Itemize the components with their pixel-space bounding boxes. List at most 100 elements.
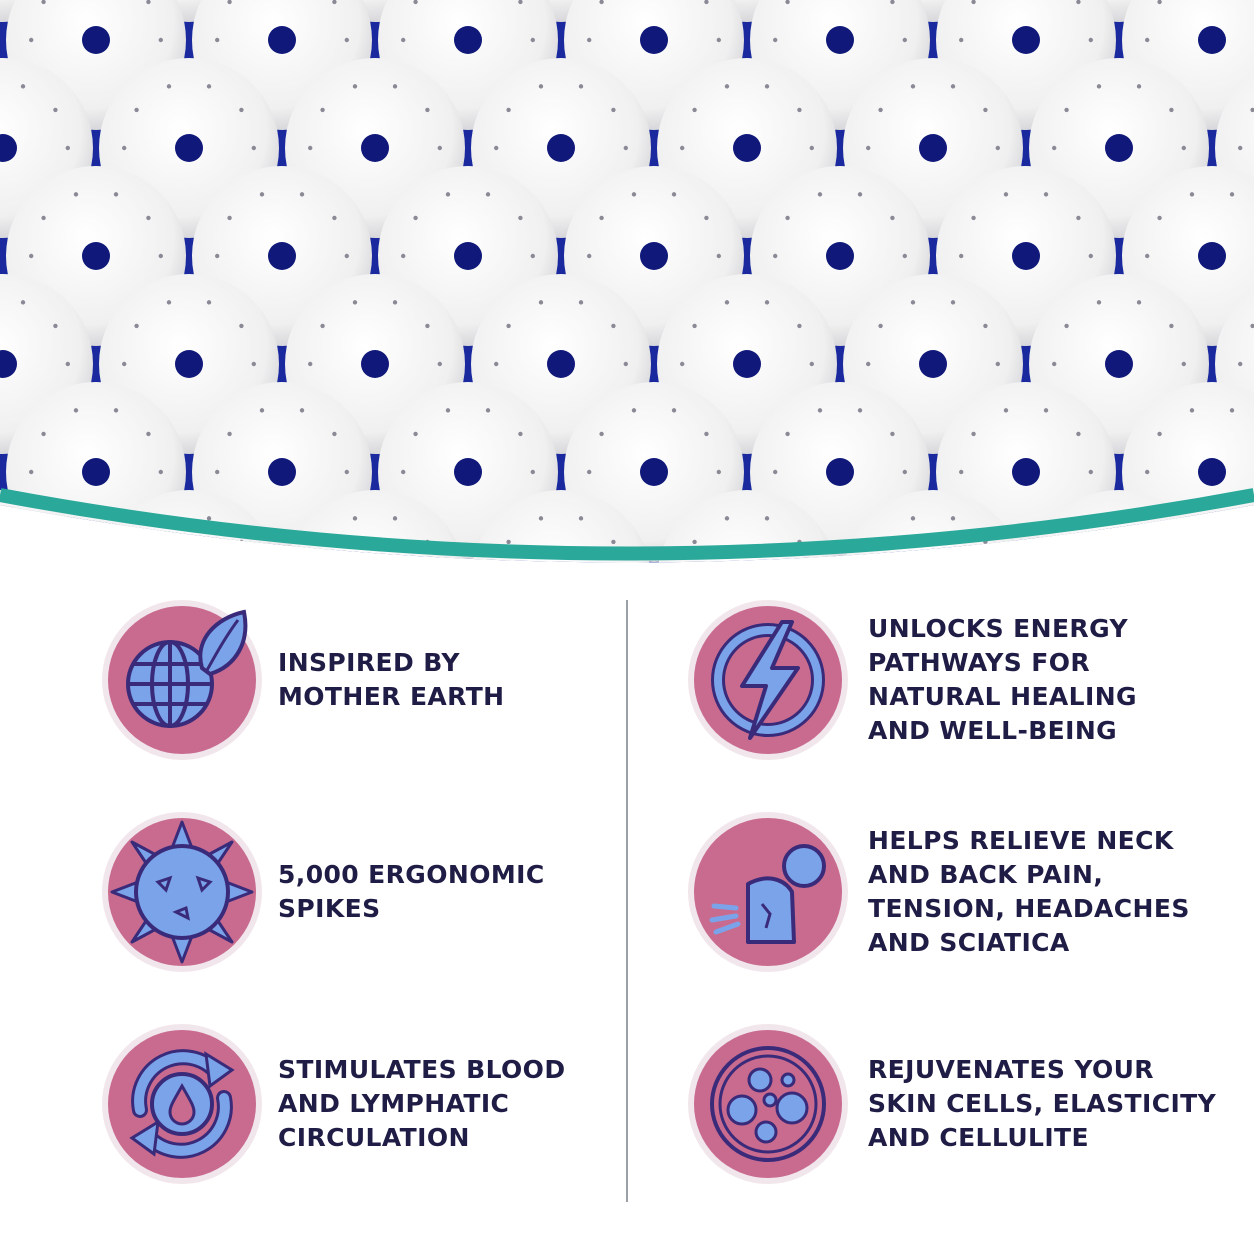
spike-hole xyxy=(599,0,604,5)
spike-hole xyxy=(959,37,964,43)
disc-center-hole xyxy=(82,26,110,54)
spike-hole xyxy=(890,0,895,5)
spike-hole xyxy=(530,469,535,475)
spike-hole xyxy=(506,107,511,113)
spike-hole xyxy=(950,516,956,521)
spike-hole xyxy=(692,107,697,113)
spike-hole xyxy=(425,323,430,329)
spike-hole xyxy=(252,578,256,582)
spike-hole xyxy=(1076,0,1081,5)
spike-hole xyxy=(425,107,430,113)
spike-hole xyxy=(206,516,212,521)
spike-hole xyxy=(971,215,976,221)
feature-ergonomic-spikes: 5,000 ERGONOMIC SPIKES xyxy=(98,808,545,976)
disc-center-hole xyxy=(175,566,203,594)
disc-center-hole xyxy=(1198,26,1226,54)
disc-center-hole xyxy=(826,26,854,54)
spike-hole xyxy=(65,145,71,151)
spike-hole xyxy=(494,578,498,582)
spike-hole xyxy=(53,107,58,113)
spike-hole xyxy=(538,300,544,305)
spike-hole xyxy=(166,300,172,305)
spike-hole xyxy=(227,0,232,5)
spike-hole xyxy=(1096,84,1102,89)
spike-hole xyxy=(1169,539,1174,545)
spike-hole xyxy=(611,323,616,329)
spike-discs xyxy=(0,0,1254,594)
spike-hole xyxy=(1189,408,1195,413)
disc-center-hole xyxy=(919,566,947,594)
spike-hole xyxy=(902,37,907,43)
spike-hole xyxy=(724,300,730,305)
spike-hole xyxy=(910,516,916,521)
spike-hole xyxy=(530,37,535,43)
spike-hole xyxy=(1238,145,1243,151)
spike-hole xyxy=(506,323,511,329)
spike-hole xyxy=(624,578,628,582)
spike-hole xyxy=(817,408,823,413)
spike-hole xyxy=(332,215,337,221)
spike-hole xyxy=(716,469,721,475)
spike-hole xyxy=(950,300,956,305)
spike-hole xyxy=(437,361,442,367)
spike-hole xyxy=(239,539,244,545)
spike-hole xyxy=(1052,361,1057,367)
disc-center-hole xyxy=(826,458,854,486)
spike-hole xyxy=(785,431,790,437)
spike-hole xyxy=(215,469,220,475)
spike-hole xyxy=(611,107,616,113)
spike-hole xyxy=(41,215,46,221)
spike-hole xyxy=(445,408,451,413)
spike-hole xyxy=(1189,531,1195,536)
spike-hole xyxy=(308,578,312,582)
spike-hole xyxy=(158,469,163,475)
spike-hole xyxy=(344,469,349,475)
spike-hole xyxy=(866,145,871,151)
spike-hole xyxy=(983,107,988,113)
spike-hole xyxy=(671,192,677,197)
feature-label: 5,000 ERGONOMIC SPIKES xyxy=(278,860,545,923)
spike-hole xyxy=(680,578,684,582)
spike-hole xyxy=(959,469,964,475)
spike-hole xyxy=(611,539,616,545)
spike-hole xyxy=(215,37,220,43)
spike-hole xyxy=(401,253,406,259)
spike-hole xyxy=(1250,539,1254,545)
spike-hole xyxy=(1003,408,1009,413)
blood-circulation-icon xyxy=(98,1020,266,1188)
spike-hole xyxy=(518,431,523,437)
spike-hole xyxy=(578,300,584,305)
spike-hole xyxy=(506,539,511,545)
spike-hole xyxy=(817,192,823,197)
spike-hole xyxy=(797,323,802,329)
spike-hole xyxy=(401,469,406,475)
disc-center-hole xyxy=(268,458,296,486)
spike-hole xyxy=(971,431,976,437)
spike-hole xyxy=(1169,107,1174,113)
spike-hole xyxy=(413,431,418,437)
feature-label: REJUVENATES YOUR SKIN CELLS, ELASTICITY … xyxy=(868,1055,1217,1152)
spike-hole xyxy=(1088,469,1094,475)
spike-hole xyxy=(41,0,46,5)
spike-hole xyxy=(146,215,151,221)
spike-hole xyxy=(413,0,418,5)
disc-center-hole xyxy=(1105,134,1133,162)
feature-mother-earth: INSPIRED BY MOTHER EARTH xyxy=(98,596,504,764)
spike-hole xyxy=(53,539,58,545)
spike-hole xyxy=(113,192,119,197)
spike-hole xyxy=(1088,37,1094,43)
spike-hole xyxy=(890,215,895,221)
spike-hole xyxy=(1145,253,1150,259)
feature-label: INSPIRED BY MOTHER EARTH xyxy=(278,648,505,711)
spike-hole xyxy=(1064,539,1069,545)
spike-hole xyxy=(902,253,907,259)
spike-hole xyxy=(1157,0,1162,5)
spike-hole xyxy=(530,253,535,259)
spike-hole xyxy=(578,84,584,89)
spike-hole xyxy=(239,323,244,329)
spike-hole xyxy=(671,408,677,413)
disc-center-hole xyxy=(640,458,668,486)
spike-hole xyxy=(401,37,406,43)
spike-hole xyxy=(716,253,721,259)
spike-hole xyxy=(764,84,770,89)
